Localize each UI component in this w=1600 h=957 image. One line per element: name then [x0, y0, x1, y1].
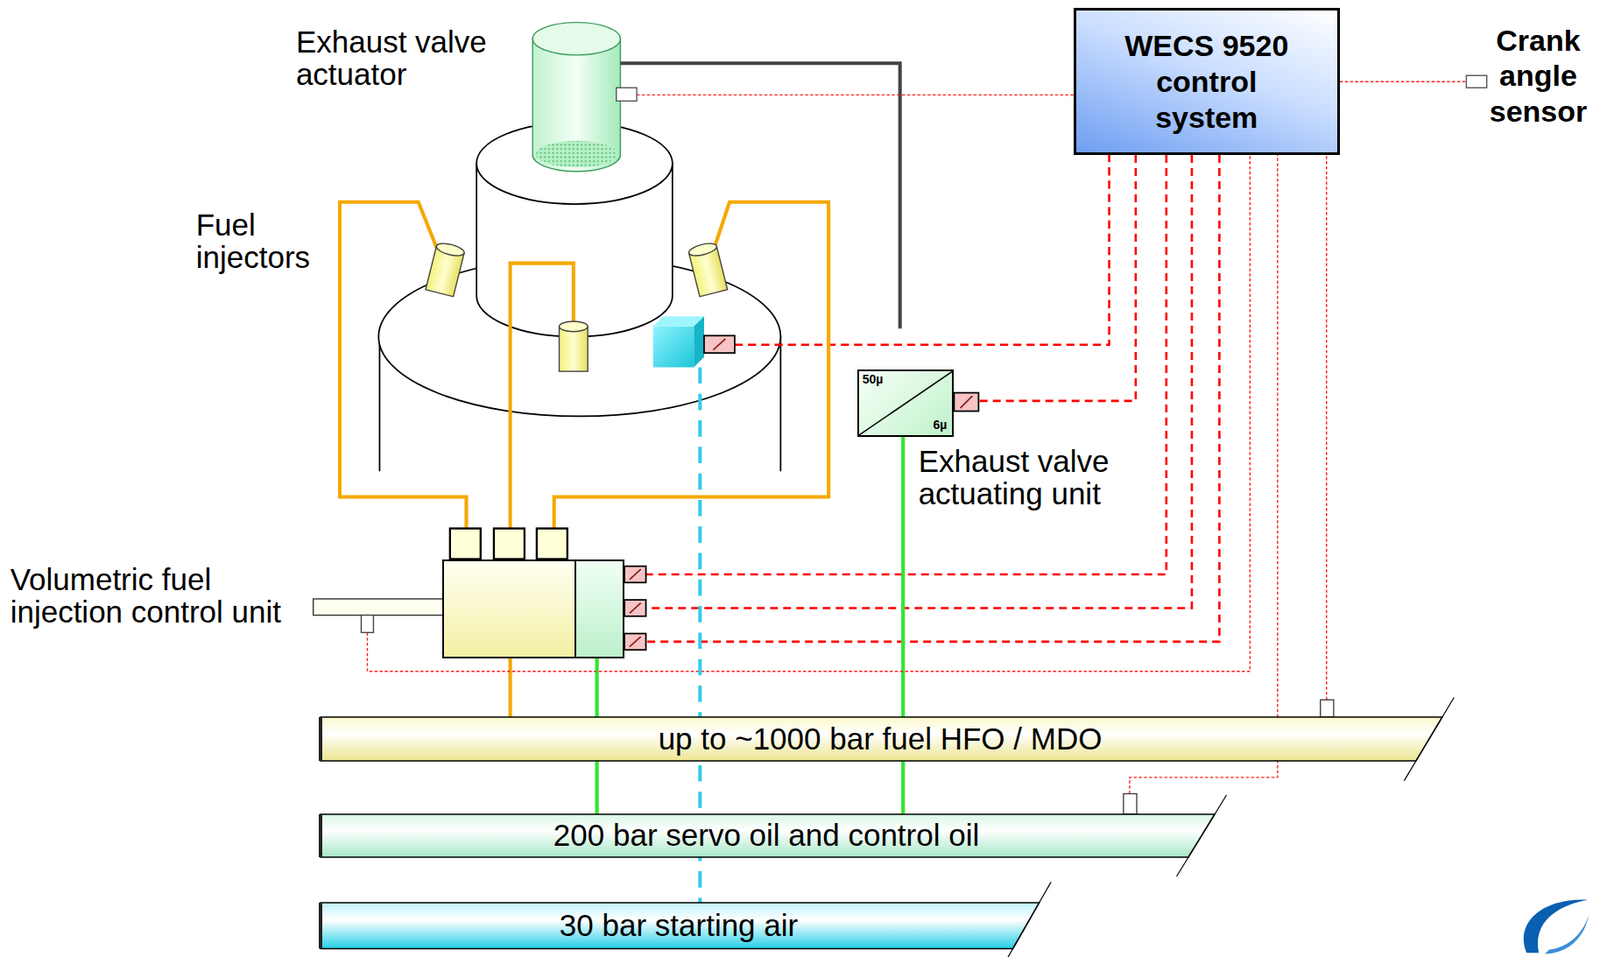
- system-name: WECS 9520 control system: [1112, 28, 1301, 135]
- solenoid-valve: [953, 393, 979, 412]
- company-logo: [1544, 915, 1589, 954]
- position-sensor: [616, 87, 637, 101]
- rail-body: [320, 902, 1040, 949]
- starting-air-valve: [693, 316, 705, 367]
- text-holder: 200 bar servo oil and control oil: [553, 818, 980, 853]
- text-holder: Crank angle sensor: [1486, 22, 1592, 130]
- text-holder: 50µ: [862, 373, 884, 387]
- actuator-piston: [535, 140, 618, 168]
- text-holder: Exhaust valve actuator: [296, 26, 507, 92]
- unit-name: Volumetric fuel injection control unit: [10, 563, 291, 629]
- fuel-outlet: [450, 528, 481, 560]
- company-logo: [1523, 900, 1588, 954]
- rail-end-cap: [318, 814, 323, 858]
- part-name: Crank angle sensor: [1486, 22, 1592, 130]
- rail-name: 30 bar starting air: [559, 909, 798, 944]
- fuel-injector: [435, 240, 466, 258]
- crank-angle-sensor: [1466, 75, 1487, 88]
- starting-air-valve: [653, 326, 695, 368]
- solenoid-valve: [629, 569, 642, 580]
- solenoid-valve: [624, 634, 646, 651]
- part-name: Exhaust valve actuator: [296, 26, 507, 92]
- control-system-box: WECS 9520 control system: [1073, 7, 1340, 156]
- part-name: Fuel injectors: [196, 209, 319, 275]
- control-signal-line: [624, 155, 1220, 642]
- rail-name: up to ~1000 bar fuel HFO / MDO: [658, 722, 1103, 757]
- text-holder: 30 bar starting air: [559, 909, 798, 944]
- fuel-injector: [559, 326, 589, 372]
- fuel-pipe: [339, 202, 466, 529]
- sensor-wire: [366, 155, 1250, 672]
- text-holder: 6µ: [933, 418, 948, 432]
- sensor-wire: [1325, 155, 1327, 700]
- text-holder: WECS 9520 control system: [1112, 28, 1301, 135]
- rail-end-cap: [318, 902, 323, 949]
- unit-name: Exhaust valve actuating unit: [918, 445, 1125, 511]
- ratio-value: 6µ: [933, 418, 948, 432]
- servo-section: [574, 561, 623, 657]
- control-signal-line: [734, 155, 1110, 346]
- common-rail-pipe: 30 bar starting air: [318, 902, 1040, 949]
- rail-body: [320, 814, 1215, 858]
- text-holder: Fuel injectors: [196, 209, 319, 275]
- common-rail-pipe: up to ~1000 bar fuel HFO / MDO: [318, 717, 1443, 762]
- injection-control-unit: Volumetric fuel injection control unit: [442, 559, 626, 659]
- fuel-outlet: [493, 528, 525, 560]
- solenoid-valve: [624, 599, 646, 617]
- solenoid-valve: [629, 636, 642, 648]
- solenoid-valve: [712, 338, 726, 351]
- solenoid-valve: [704, 335, 735, 353]
- rail-break-line: [1403, 697, 1454, 782]
- stroke-sensor: [360, 615, 374, 634]
- fuel-pipe: [507, 658, 512, 719]
- injection-piston-rod: [313, 599, 446, 616]
- exhaust-valve-actuator: [532, 38, 621, 171]
- rail-name: 200 bar servo oil and control oil: [553, 818, 980, 853]
- rail-break-line: [1176, 795, 1227, 877]
- solenoid-valve: [629, 603, 642, 614]
- sensor-wire: [1129, 155, 1278, 794]
- common-rail-pipe: 200 bar servo oil and control oil: [318, 814, 1215, 858]
- text-holder: up to ~1000 bar fuel HFO / MDO: [658, 722, 1103, 757]
- sensor-wire: [636, 94, 1074, 96]
- hydraulic-pipe: [620, 63, 900, 329]
- rail-end-cap: [318, 717, 323, 762]
- text-holder: Volumetric fuel injection control unit: [10, 563, 291, 629]
- rail-body: [320, 717, 1443, 762]
- fuel-injector: [559, 321, 589, 332]
- fuel-pipe: [554, 202, 829, 529]
- pressure-sensor: [1123, 794, 1137, 815]
- sensor-wire: [1339, 81, 1467, 83]
- pressure-sensor: [1320, 699, 1334, 718]
- ratio-line: [859, 371, 953, 436]
- actuator-top: [532, 22, 621, 56]
- fuel-injector: [687, 240, 718, 258]
- fuel-outlet: [536, 528, 568, 560]
- text-holder: Exhaust valve actuating unit: [918, 445, 1125, 511]
- solenoid-valve: [624, 566, 646, 584]
- actuating-unit-box: 50µ6µExhaust valve actuating unit: [857, 369, 955, 438]
- rail-break-line: [1000, 882, 1051, 957]
- fuel-pipe: [510, 263, 574, 529]
- ratio-value: 50µ: [862, 373, 884, 387]
- solenoid-valve: [959, 395, 973, 409]
